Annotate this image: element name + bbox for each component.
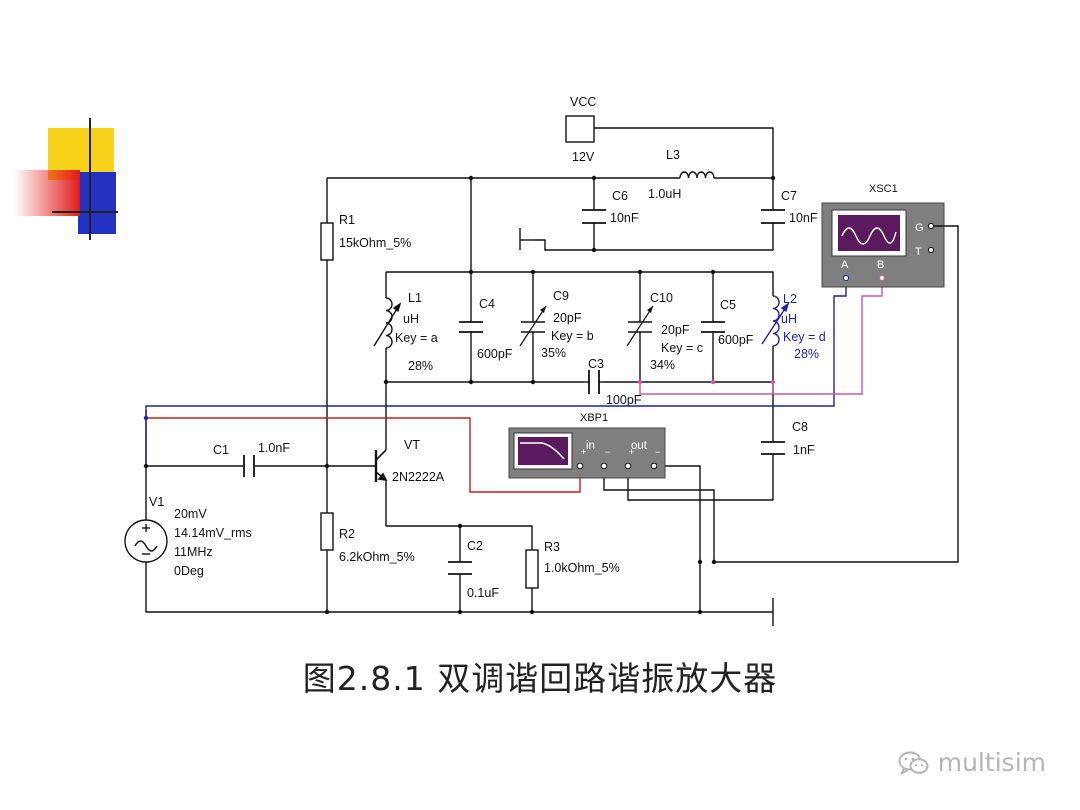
l3-value-label: 1.0uH bbox=[648, 187, 681, 201]
c8-name-label: C8 bbox=[792, 420, 808, 434]
xsc1-b-label: B bbox=[877, 259, 884, 271]
variable-inductor-l2[interactable] bbox=[761, 295, 790, 347]
xsc1-g-label: G bbox=[915, 222, 924, 234]
c7-value-label: 10nF bbox=[789, 211, 818, 225]
c1-name-label: C1 bbox=[213, 443, 229, 457]
xbp1-in-label: in bbox=[586, 440, 595, 452]
xsc1-a-label: A bbox=[841, 259, 849, 271]
r2-value-label: 6.2kOhm_5% bbox=[339, 550, 415, 564]
wechat-icon bbox=[898, 751, 929, 775]
r3-name-label: R3 bbox=[544, 540, 560, 554]
resistor-r2[interactable] bbox=[320, 512, 334, 551]
c10-value-label: 20pF bbox=[661, 323, 690, 337]
c10-key-label: Key = c bbox=[661, 341, 703, 355]
svg-text:−: − bbox=[605, 447, 610, 457]
vt-name-label: VT bbox=[404, 438, 420, 452]
xsc1-t-label: T bbox=[915, 246, 922, 258]
oscilloscope-screen bbox=[838, 215, 900, 251]
l1-value-label: uH bbox=[403, 312, 419, 326]
v1-phase-label: 0Deg bbox=[174, 564, 204, 578]
l1-name-label: L1 bbox=[408, 291, 422, 305]
svg-text:−: − bbox=[655, 447, 660, 457]
resistor-r1[interactable] bbox=[320, 222, 334, 261]
r3-value-label: 1.0kOhm_5% bbox=[544, 561, 620, 575]
c4-name-label: C4 bbox=[479, 297, 495, 311]
c6-value-label: 10nF bbox=[610, 211, 639, 225]
capacitor-c3[interactable] bbox=[588, 370, 600, 394]
c2-value-label: 0.1uF bbox=[467, 586, 499, 600]
slide-logo-decoration bbox=[14, 118, 118, 240]
r1-name-label: R1 bbox=[339, 213, 355, 227]
watermark-text: multisim bbox=[937, 748, 1046, 777]
l2-percent-label: 28% bbox=[794, 347, 819, 361]
c4-value-label: 600pF bbox=[477, 347, 513, 361]
figure-caption: 图2.8.1 双调谐回路谐振放大器 bbox=[302, 659, 778, 698]
bode-plotter-screen bbox=[518, 437, 568, 465]
c9-percent-label: 35% bbox=[541, 346, 566, 360]
c5-value-label: 600pF bbox=[718, 333, 754, 347]
r1-value-label: 15kOhm_5% bbox=[339, 236, 411, 250]
c5-name-label: C5 bbox=[720, 298, 736, 312]
variable-capacitor-c9[interactable] bbox=[519, 305, 547, 347]
capacitor-c4[interactable] bbox=[459, 321, 483, 333]
xbp1-name-label: XBP1 bbox=[580, 412, 608, 424]
c9-value-label: 20pF bbox=[553, 311, 582, 325]
vcc-source[interactable] bbox=[565, 115, 595, 143]
l3-name-label: L3 bbox=[666, 148, 680, 162]
bode-plotter-xbp1[interactable]: + − + − bbox=[508, 427, 666, 479]
l2-value-label: uH bbox=[781, 312, 797, 326]
svg-text:+: + bbox=[581, 447, 586, 457]
l1-percent-label: 28% bbox=[408, 359, 433, 373]
v1-name-label: V1 bbox=[149, 495, 164, 509]
capacitor-c1[interactable] bbox=[243, 455, 255, 477]
c10-percent-label: 34% bbox=[650, 358, 675, 372]
xsc1-name-label: XSC1 bbox=[869, 183, 898, 195]
c10-name-label: C10 bbox=[650, 291, 673, 305]
svg-text:+: + bbox=[629, 447, 634, 457]
vcc-name-label: VCC bbox=[570, 95, 596, 109]
resistor-r3[interactable] bbox=[525, 549, 539, 589]
capacitor-c7[interactable] bbox=[761, 209, 785, 224]
c9-key-label: Key = b bbox=[551, 329, 594, 343]
vt-value-label: 2N2222A bbox=[392, 470, 445, 484]
c1-value-label: 1.0nF bbox=[258, 441, 290, 455]
ac-source-v1[interactable] bbox=[124, 519, 168, 563]
channel-a-wires bbox=[145, 278, 847, 466]
l2-key-label: Key = d bbox=[783, 330, 826, 344]
r2-name-label: R2 bbox=[339, 527, 355, 541]
inductor-l3[interactable] bbox=[679, 171, 715, 179]
watermark: multisim bbox=[898, 748, 1046, 777]
v1-frequency-label: 11MHz bbox=[174, 545, 213, 559]
v1-rms-label: 14.14mV_rms bbox=[174, 526, 252, 540]
variable-capacitor-c10[interactable] bbox=[626, 305, 654, 347]
c3-value-label: 100pF bbox=[606, 393, 642, 407]
c8-value-label: 1nF bbox=[793, 443, 815, 457]
c2-name-label: C2 bbox=[467, 539, 483, 553]
l2-name-label: L2 bbox=[783, 292, 797, 306]
v1-amplitude-label: 20mV bbox=[174, 507, 207, 521]
capacitor-c8[interactable] bbox=[761, 441, 785, 455]
capacitor-c6[interactable] bbox=[582, 209, 606, 224]
junction-dots bbox=[143, 175, 776, 615]
c6-name-label: C6 bbox=[612, 189, 628, 203]
capacitor-c5[interactable] bbox=[701, 321, 725, 333]
signal-wire bbox=[146, 417, 581, 493]
capacitor-c2[interactable] bbox=[448, 561, 472, 575]
xbp1-out-label: out bbox=[631, 440, 648, 452]
l1-key-label: Key = a bbox=[395, 331, 438, 345]
vcc-value-label: 12V bbox=[572, 150, 595, 164]
variable-inductor-l1[interactable] bbox=[373, 297, 402, 349]
oscilloscope-xsc1[interactable] bbox=[821, 202, 945, 288]
c3-name-label: C3 bbox=[588, 357, 604, 371]
c7-name-label: C7 bbox=[781, 189, 797, 203]
transistor-vt[interactable] bbox=[374, 449, 388, 482]
c9-name-label: C9 bbox=[553, 289, 569, 303]
